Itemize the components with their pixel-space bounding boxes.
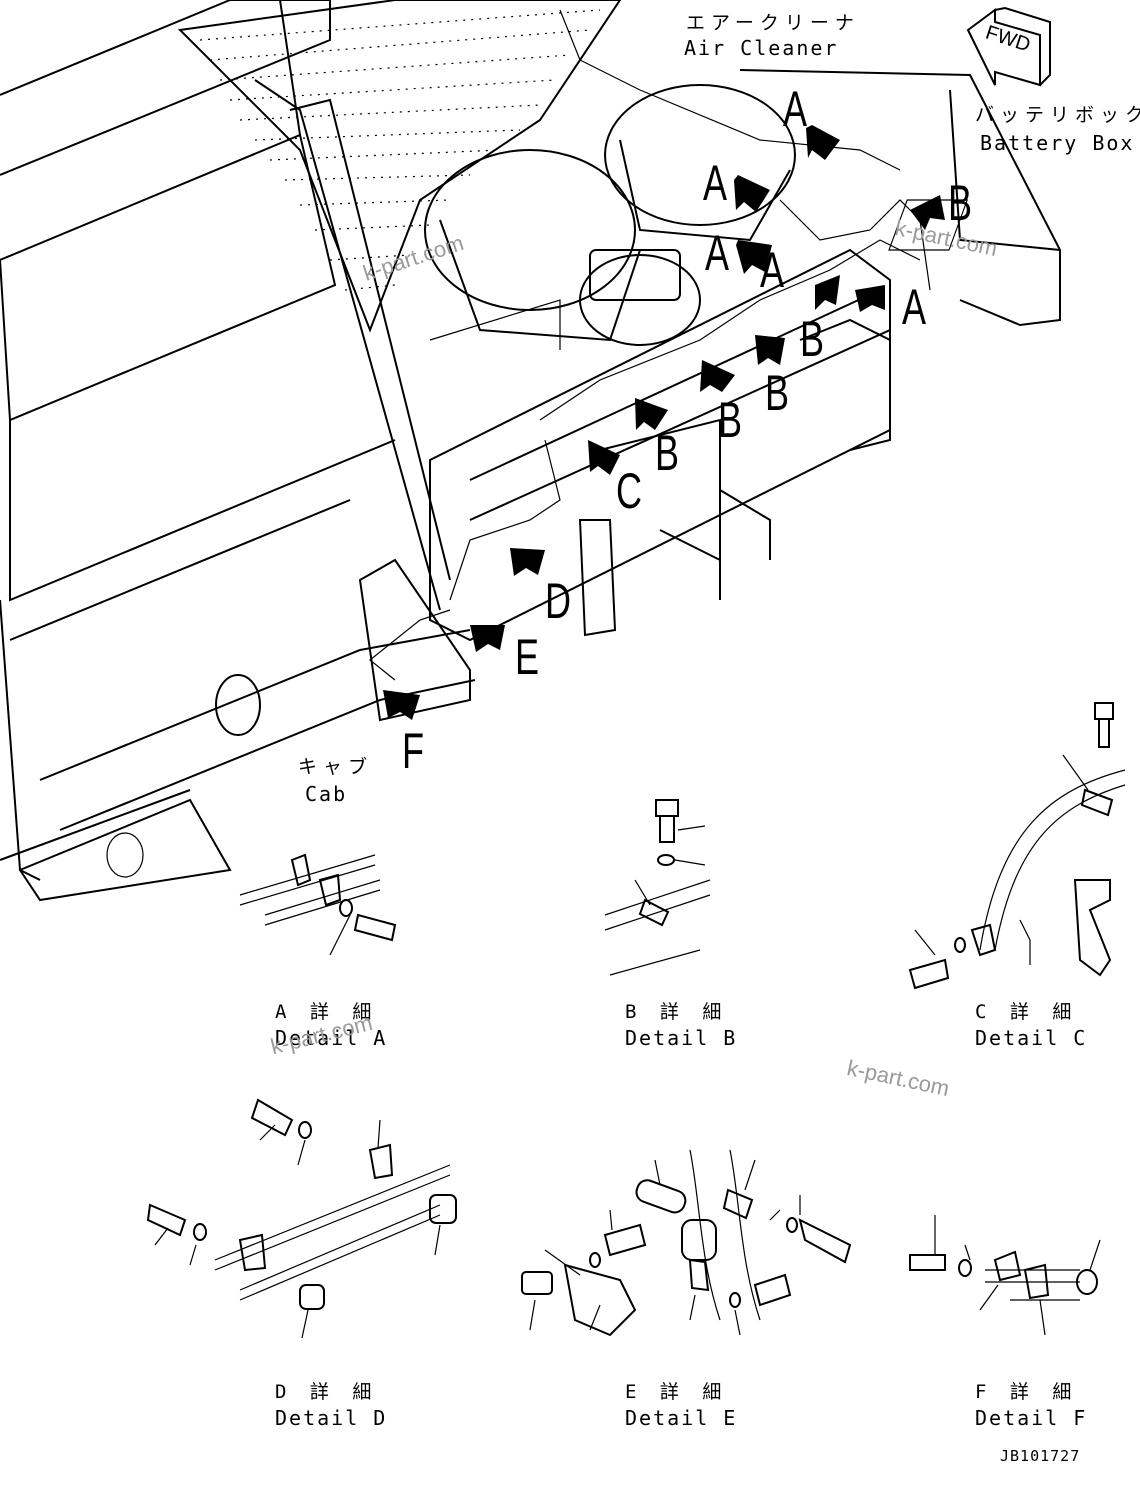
callout-letter-b: B [765,365,790,421]
callout-letter-a: A [703,155,728,211]
battery-box-label-en: Battery Box [980,131,1135,155]
detail-c-caption-en: Detail C [975,1026,1088,1050]
cab-frame [0,0,476,902]
air-cleaner-label-jp: エアークリーナ [686,12,860,34]
callout-letter-d: D [545,573,571,629]
callout-letter-b: B [655,425,680,481]
callout-letter-c: C [616,463,642,519]
detail-d-caption-jp: D 詳 細 [275,1381,378,1403]
detail-f-drawing [909,1215,1101,1336]
detail-b-caption-jp: B 詳 細 [625,1001,728,1023]
detail-d-drawing [146,1098,457,1339]
chassis-frame [429,69,1061,642]
callout-letter-b: B [948,175,973,231]
detail-e-caption-jp: E 詳 細 [625,1381,728,1403]
callout-arrows [383,125,945,720]
callout-letter-a: A [760,242,785,298]
detail-b-drawing [604,799,711,976]
battery-box-label-jp: バッテリボックス [975,104,1140,126]
detail-c-drawing [908,702,1126,990]
callout-letter-e: E [515,629,540,685]
detail-f-caption-jp: F 詳 細 [975,1381,1078,1403]
callout-letter-b: B [718,392,743,448]
detail-a-drawing [239,853,397,956]
cab-label-jp: キャブ [298,756,374,778]
wire-harness [369,9,931,681]
detail-e-caption-en: Detail E [625,1406,738,1430]
detail-d-caption-en: Detail D [275,1406,388,1430]
callout-letter-a: A [902,279,927,335]
detail-a-caption-jp: A 詳 細 [275,1001,378,1023]
callout-letter-a: A [783,81,808,137]
detail-a-caption-en: Detail A [275,1026,388,1050]
fwd-arrow-icon [966,6,1051,87]
perforated-deck [177,0,622,333]
callout-letter-b: B [800,311,825,367]
callout-letter-f: F [402,723,424,779]
air-cleaner-label-en: Air Cleaner [684,36,839,60]
drawing-code: JB101727 [1000,1447,1081,1465]
cab-label-en: Cab [305,782,348,806]
detail-e-drawing [521,1149,852,1337]
callout-letter-a: A [705,225,730,281]
detail-c-caption-jp: C 詳 細 [975,1001,1078,1023]
detail-f-caption-en: Detail F [975,1406,1088,1430]
air-cleaner [424,84,796,346]
detail-b-caption-en: Detail B [625,1026,738,1050]
